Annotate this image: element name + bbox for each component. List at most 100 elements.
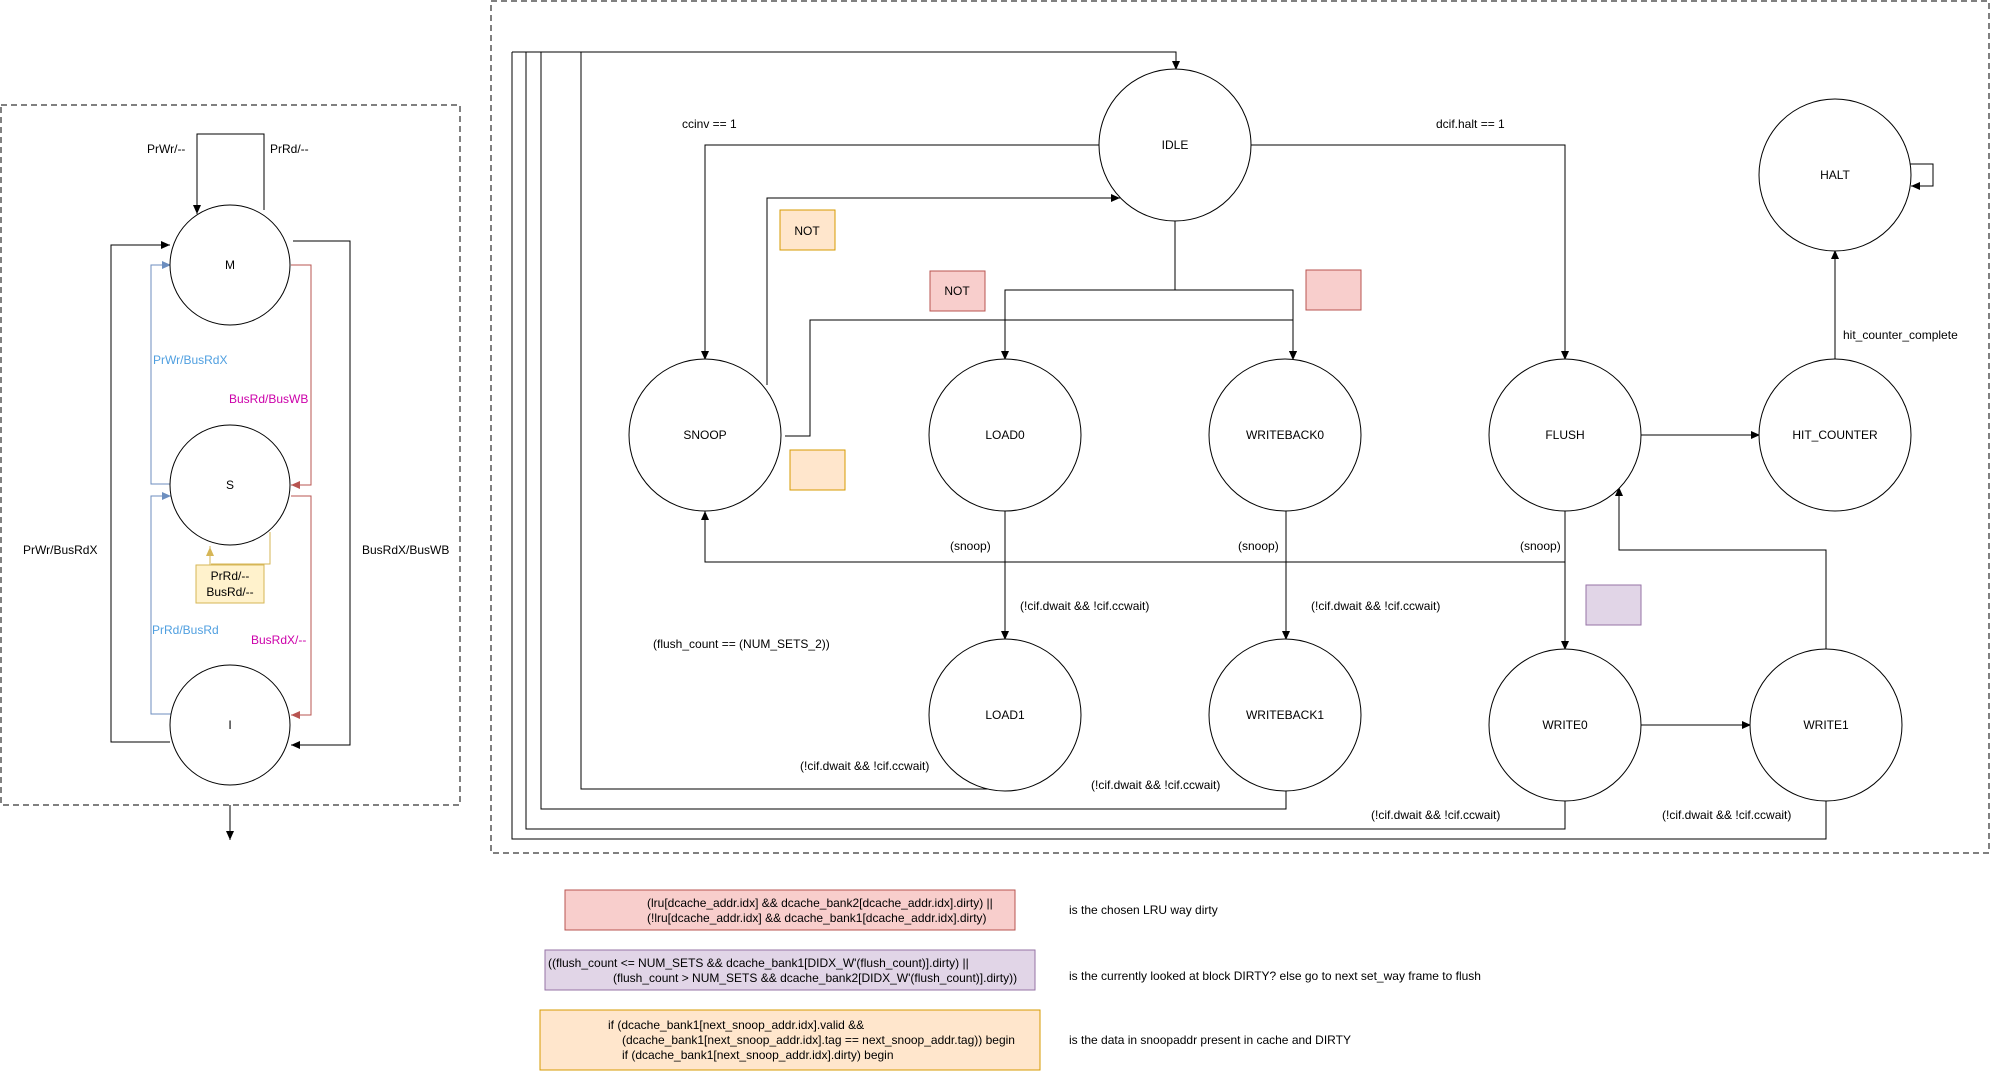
not-red-label: NOT (944, 284, 970, 298)
state-snoop-label: SNOOP (683, 428, 726, 442)
legend-red-desc: is the chosen LRU way dirty (1069, 903, 1218, 917)
snoop-to-idle-edge (766, 194, 1120, 385)
legend-orange: if (dcache_bank1[next_snoop_addr.idx].va… (539, 1009, 1351, 1071)
state-load0: LOAD0 (928, 358, 1082, 512)
i-to-s-edge (150, 492, 171, 715)
state-idle: IDLE (1098, 68, 1252, 222)
m-self-prwr-label: PrWr/-- (147, 142, 185, 156)
state-m: M (169, 204, 291, 326)
state-write1-label: WRITE1 (1803, 718, 1849, 732)
state-hit-counter: HIT_COUNTER (1758, 358, 1912, 512)
write1-to-idle-edge (511, 52, 1827, 840)
legend-purple-line-2: (flush_count > NUM_SETS && dcache_bank2[… (613, 971, 1017, 985)
load1-to-idle-edge (580, 52, 1005, 790)
legend-red-box (564, 889, 1016, 931)
state-m-label: M (225, 258, 235, 272)
legend-red-line-2: (!lru[dcache_addr.idx] && dcache_bank1[d… (647, 911, 987, 925)
legend-purple-box (544, 949, 1036, 991)
snoop-flush-label: (snoop) (1520, 539, 1561, 553)
not-orange-box (779, 209, 836, 251)
state-writeback1: WRITEBACK1 (1208, 638, 1362, 792)
m-to-i-label: BusRdX/BusWB (362, 543, 449, 557)
state-i-label: I (228, 718, 231, 732)
idle-to-flush-edge (1251, 144, 1569, 360)
state-write0: WRITE0 (1488, 648, 1642, 802)
legend-orange-line-3: if (dcache_bank1[next_snoop_addr.idx].di… (622, 1048, 894, 1062)
m-self-loop-edge (193, 133, 265, 214)
i-to-s-label: PrRd/BusRd (152, 623, 219, 637)
snoop-return-edge (701, 511, 1565, 563)
legend-orange-desc: is the data in snoopaddr present in cach… (1069, 1033, 1351, 1047)
s-self-loop-label-1: PrRd/-- (211, 569, 250, 583)
s-self-loop-label-2: BusRd/-- (206, 585, 253, 599)
legend-purple-line-1: ((flush_count <= NUM_SETS && dcache_bank… (548, 956, 969, 970)
state-load0-label: LOAD0 (985, 428, 1025, 442)
dcif-halt-label: dcif.halt == 1 (1436, 117, 1505, 131)
legend-red: (lru[dcache_addr.idx] && dcache_bank2[dc… (564, 889, 1218, 931)
hit-counter-complete-label: hit_counter_complete (1843, 328, 1958, 342)
legend-orange-box (539, 1009, 1041, 1071)
s-to-i-edge (291, 495, 312, 719)
halt-self-loop-edge (1907, 163, 1934, 190)
snoop-load-label: (snoop) (950, 539, 991, 553)
i-to-m-label: PrWr/BusRdX (23, 543, 97, 557)
i-to-m-edge (110, 241, 170, 743)
state-i: I (169, 664, 291, 786)
flush-purple-box (1585, 584, 1642, 626)
load1-wait-label: (!cif.dwait && !cif.ccwait) (800, 759, 929, 773)
state-hit-counter-label: HIT_COUNTER (1792, 428, 1878, 442)
load0-wait-label: (!cif.dwait && !cif.ccwait) (1020, 599, 1149, 613)
legend-orange-line-2: (dcache_bank1[next_snoop_addr.idx].tag =… (622, 1033, 1015, 1047)
write0-wait-label: (!cif.dwait && !cif.ccwait) (1371, 808, 1500, 822)
legend-purple: ((flush_count <= NUM_SETS && dcache_bank… (544, 949, 1481, 991)
write0-to-idle-edge (525, 52, 1566, 830)
msi-protocol-diagram: PrWr/-- PrRd/-- PrWr/BusRdX BusRdX/BusWB… (0, 104, 461, 840)
return-lines-to-idle (512, 51, 1180, 70)
state-s: S (169, 424, 291, 546)
legend-orange-line-1: if (dcache_bank1[next_snoop_addr.idx].va… (608, 1018, 864, 1032)
write1-to-flush-edge (1615, 487, 1827, 650)
state-writeback0-label: WRITEBACK0 (1246, 428, 1324, 442)
m-to-i-edge (291, 240, 351, 749)
s-to-m-edge (150, 261, 171, 485)
writeback1-to-idle-edge (540, 52, 1287, 810)
state-halt-label: HALT (1820, 168, 1850, 182)
s-to-m-label: PrWr/BusRdX (153, 353, 227, 367)
m-to-s-label: BusRd/BusWB (229, 392, 308, 406)
state-write0-label: WRITE0 (1542, 718, 1588, 732)
state-writeback0: WRITEBACK0 (1208, 358, 1362, 512)
snoop-wb-label: (snoop) (1238, 539, 1279, 553)
state-load1: LOAD1 (928, 638, 1082, 792)
snoop-orange-box (789, 449, 846, 491)
cache-fsm-diagram: (!cif.dwait && !cif.ccwait) (!cif.dwait … (490, 0, 1990, 854)
ccinv-label: ccinv == 1 (682, 117, 737, 131)
state-writeback1-label: WRITEBACK1 (1246, 708, 1324, 722)
writeback-red-box (1305, 269, 1362, 311)
state-flush: FLUSH (1488, 358, 1642, 512)
legend-red-line-1: (lru[dcache_addr.idx] && dcache_bank2[dc… (647, 896, 993, 910)
legend: (lru[dcache_addr.idx] && dcache_bank2[dc… (539, 889, 1481, 1071)
state-snoop: SNOOP (628, 358, 782, 512)
s-self-loop-label-box (195, 564, 265, 604)
write1-wait-label: (!cif.dwait && !cif.ccwait) (1662, 808, 1791, 822)
legend-purple-desc: is the currently looked at block DIRTY? … (1069, 969, 1481, 983)
idle-to-load0-edge (1001, 221, 1176, 360)
not-red-box (929, 270, 986, 312)
s-to-i-label: BusRdX/-- (251, 633, 306, 647)
m-to-s-edge (291, 264, 312, 489)
writeback0-wait-label: (!cif.dwait && !cif.ccwait) (1311, 599, 1440, 613)
fsm-frame (490, 0, 1990, 854)
writeback1-wait-label: (!cif.dwait && !cif.ccwait) (1091, 778, 1220, 792)
idle-to-snoop-edge (701, 144, 1099, 360)
state-halt: HALT (1758, 98, 1912, 252)
idle-to-writeback0-edge (1175, 289, 1297, 360)
not-orange-label: NOT (794, 224, 820, 238)
state-write1: WRITE1 (1749, 648, 1903, 802)
flush-count-label: (flush_count == (NUM_SETS_2)) (653, 637, 830, 651)
state-load1-label: LOAD1 (985, 708, 1025, 722)
state-flush-label: FLUSH (1545, 428, 1584, 442)
m-self-prrd-label: PrRd/-- (270, 142, 309, 156)
state-idle-label: IDLE (1162, 138, 1189, 152)
state-s-label: S (226, 478, 234, 492)
